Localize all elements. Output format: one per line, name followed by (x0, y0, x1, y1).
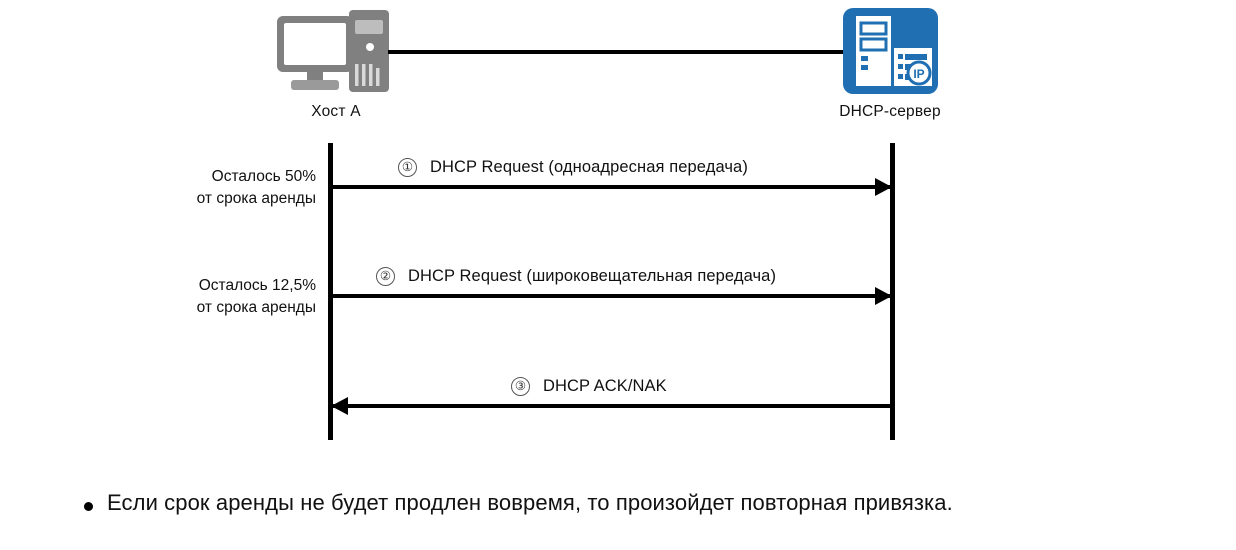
message-2-label: ② DHCP Request (широковещательная переда… (376, 267, 776, 286)
annotation-lease-50-line2: от срока аренды (196, 190, 316, 207)
svg-text:IP: IP (913, 67, 924, 81)
message-3-arrow-line (331, 404, 892, 408)
server-lifeline (890, 143, 895, 440)
message-3-text: DHCP ACK/NAK (543, 377, 667, 395)
message-1-number: ① (398, 158, 417, 177)
annotation-lease-125-line2: от срока аренды (196, 299, 316, 316)
message-2-arrowhead (875, 287, 892, 305)
message-3-arrowhead (331, 397, 348, 415)
note-bullet-row: Если срок аренды не будет продлен воврем… (84, 490, 953, 516)
message-1-text: DHCP Request (одноадресная передача) (430, 158, 748, 176)
desktop-computer-icon (275, 8, 393, 96)
annotation-lease-50-line1: Осталось 50% (211, 168, 316, 185)
note-text: Если срок аренды не будет продлен воврем… (107, 490, 953, 515)
annotation-lease-125-line1: Осталось 12,5% (198, 277, 316, 294)
message-1-arrowhead (875, 178, 892, 196)
message-1-arrow-line (331, 185, 892, 189)
message-1-label: ① DHCP Request (одноадресная передача) (398, 158, 748, 177)
message-3-number: ③ (511, 377, 530, 396)
annotation-lease-50: Осталось 50% от срока аренды (66, 166, 316, 210)
annotation-lease-125: Осталось 12,5% от срока аренды (66, 275, 316, 319)
message-2-text: DHCP Request (широковещательная передача… (408, 267, 777, 285)
dhcp-server-icon: IP (843, 8, 938, 94)
host-a-label: Хост A (311, 103, 361, 120)
dhcp-server-label: DHCP-сервер (839, 103, 941, 120)
bullet-point-icon (84, 502, 93, 511)
message-2-number: ② (376, 267, 395, 286)
message-3-label: ③ DHCP ACK/NAK (511, 377, 667, 396)
message-2-arrow-line (331, 294, 892, 298)
host-lifeline (328, 143, 333, 440)
network-link-line (388, 50, 845, 54)
